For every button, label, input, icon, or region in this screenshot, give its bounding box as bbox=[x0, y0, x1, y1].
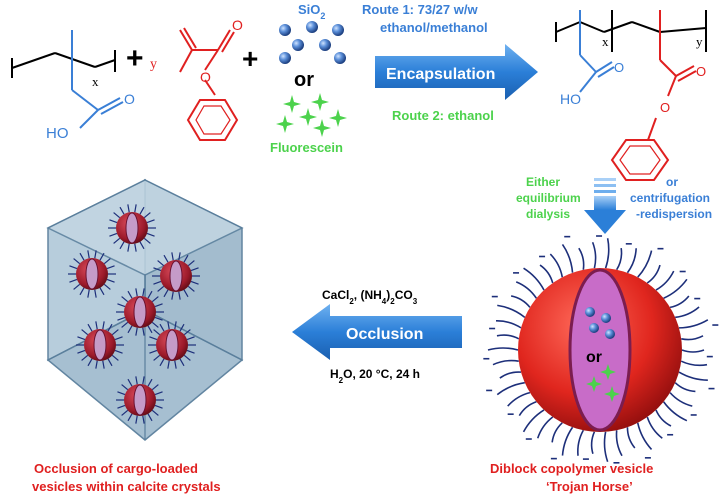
corona-chain bbox=[678, 319, 709, 329]
product-y-subscript: y bbox=[696, 34, 703, 49]
trojan-horse-vesicle bbox=[483, 235, 719, 464]
occlusion-reagents: CaCl2, (NH4)2CO3 bbox=[322, 288, 418, 306]
corona-chain bbox=[681, 349, 705, 353]
purification-right-line3: -redispersion bbox=[636, 207, 712, 221]
corona-chain bbox=[603, 431, 609, 462]
purification-down-arrow bbox=[584, 178, 626, 234]
product-o-label-a: O bbox=[614, 60, 624, 75]
corona-chain bbox=[561, 244, 574, 273]
corona-chain bbox=[680, 360, 708, 367]
monomer2-o-label: O bbox=[200, 69, 211, 85]
corona-chain bbox=[577, 429, 585, 456]
purification-right-line1: or bbox=[666, 175, 678, 189]
purification-right-line2: centrifugation bbox=[630, 191, 710, 205]
corona-chain bbox=[522, 409, 545, 433]
vesicle-caption-line1: Diblock copolymer vesicle bbox=[490, 461, 653, 476]
corona-chain bbox=[637, 250, 653, 278]
route1-line2: ethanol/methanol bbox=[380, 20, 488, 35]
corona-chain bbox=[523, 267, 545, 291]
corona-chain bbox=[663, 278, 688, 299]
corona-chain bbox=[626, 427, 636, 449]
crystal-caption-line1: Occlusion of cargo-loaded bbox=[34, 461, 198, 476]
corona-chain bbox=[496, 334, 520, 340]
corona-chain bbox=[591, 241, 597, 269]
corona-chain bbox=[646, 416, 663, 439]
mini-vesicle bbox=[116, 376, 164, 424]
corona-chain bbox=[496, 381, 525, 396]
corona-chain bbox=[646, 264, 661, 284]
corona-chain bbox=[626, 248, 637, 274]
benzyl-methacrylate-structure bbox=[179, 27, 239, 141]
mini-vesicle bbox=[148, 321, 196, 369]
corona-chain bbox=[487, 347, 519, 351]
corona-chain bbox=[675, 306, 700, 319]
mini-vesicle bbox=[116, 288, 164, 336]
corona-chain bbox=[510, 295, 531, 308]
monomer1-x-subscript: x bbox=[92, 74, 99, 89]
corona-chain bbox=[549, 253, 564, 278]
methacrylic-acid-structure bbox=[11, 30, 124, 129]
route2-label: Route 2: ethanol bbox=[392, 108, 494, 123]
silica-particles bbox=[279, 21, 346, 64]
plus-sign-1: + bbox=[126, 42, 144, 75]
corona-chain bbox=[518, 400, 537, 417]
corona-chain bbox=[615, 248, 623, 271]
occlusion-conditions: H2O, 20 °C, 24 h bbox=[330, 367, 420, 385]
fluorescein-stars bbox=[276, 93, 347, 137]
product-x-subscript: x bbox=[602, 34, 609, 49]
corona-chain bbox=[561, 426, 574, 456]
corona-chain bbox=[495, 320, 522, 329]
corona-chain bbox=[655, 409, 672, 427]
mini-vesicle bbox=[152, 252, 200, 300]
corona-chain bbox=[590, 431, 596, 454]
corona-chain bbox=[615, 430, 623, 457]
corona-chain bbox=[578, 247, 585, 270]
corona-chain bbox=[499, 371, 522, 379]
product-o-label-b: O bbox=[696, 64, 706, 79]
occlusion-arrow bbox=[292, 304, 462, 360]
encapsulation-arrow-label: Encapsulation bbox=[386, 66, 495, 83]
corona-chain bbox=[539, 264, 554, 284]
corona-chain bbox=[669, 295, 690, 309]
vesicle-or-label: or bbox=[586, 349, 602, 366]
silica-label: SiO2 bbox=[298, 2, 325, 21]
monomer2-o2-label: O bbox=[232, 17, 243, 33]
corona-chain bbox=[678, 371, 708, 382]
mini-vesicle bbox=[76, 321, 124, 369]
encapsulation-arrow bbox=[375, 44, 538, 100]
product-o-label-c: O bbox=[660, 100, 670, 115]
corona-chain bbox=[551, 422, 563, 443]
occluded-vesicles bbox=[68, 204, 200, 424]
corona-chain bbox=[497, 304, 526, 318]
monomer1-o-label: O bbox=[124, 91, 135, 107]
corona-chain bbox=[515, 281, 538, 299]
corona-chain bbox=[681, 335, 704, 341]
corona-chain bbox=[507, 391, 531, 407]
corona-chain bbox=[669, 392, 693, 407]
cargo-or-label: or bbox=[294, 69, 314, 91]
corona-chain bbox=[536, 416, 554, 439]
route1-line1: Route 1: 73/27 w/w bbox=[362, 2, 478, 17]
corona-chain bbox=[662, 401, 688, 422]
occlusion-arrow-label: Occlusion bbox=[346, 326, 423, 343]
purification-left-line2: equilibrium bbox=[516, 191, 581, 205]
corona-chain bbox=[604, 238, 610, 269]
monomer2-y-coefficient: y bbox=[150, 57, 157, 72]
corona-chain bbox=[674, 382, 696, 393]
purification-left-line3: dialysis bbox=[526, 207, 570, 221]
corona-chain bbox=[655, 270, 675, 291]
monomer1-ho-label: HO bbox=[46, 125, 69, 142]
purification-left-line1: Either bbox=[526, 175, 560, 189]
corona-chain bbox=[636, 422, 653, 450]
fluorescein-label: Fluorescein bbox=[270, 140, 343, 155]
plus-sign-2: + bbox=[242, 43, 258, 74]
mini-vesicle bbox=[68, 250, 116, 298]
product-ho-label: HO bbox=[560, 91, 581, 107]
crystal-caption-line2: vesicles within calcite crystals bbox=[32, 479, 221, 494]
vesicle-caption-line2: ‘Trojan Horse’ bbox=[546, 479, 633, 494]
corona-chain bbox=[492, 359, 519, 366]
diblock-copolymer-structure bbox=[555, 10, 707, 181]
mini-vesicle bbox=[108, 204, 156, 252]
